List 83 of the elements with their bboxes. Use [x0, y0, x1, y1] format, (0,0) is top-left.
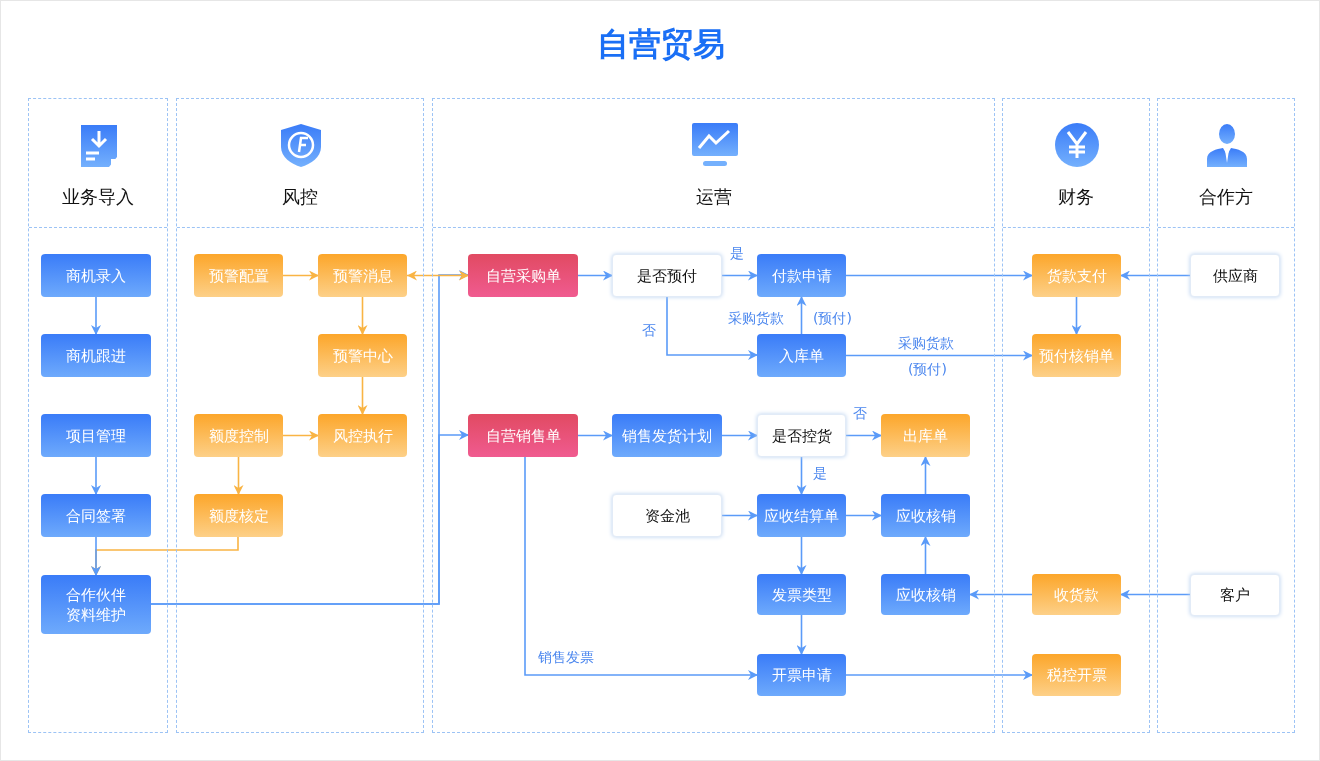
arrow — [1120, 589, 1191, 600]
arrow — [282, 270, 319, 281]
process-box: 商机跟进 — [41, 334, 151, 377]
arrow — [845, 270, 1033, 281]
edge-label: 采购货款 — [897, 335, 955, 352]
process-box: 预警消息 — [318, 254, 407, 297]
swimlane — [176, 98, 424, 733]
arrow — [920, 456, 931, 495]
arrow — [845, 350, 1033, 361]
decision-box: 供应商 — [1190, 254, 1280, 297]
process-box: 发票类型 — [757, 574, 846, 615]
arrow — [796, 536, 807, 575]
arrow — [577, 270, 613, 281]
edge-label: 是 — [812, 465, 828, 482]
arrow — [1071, 296, 1082, 335]
lane-header: 运营 — [695, 185, 732, 209]
arrow — [524, 456, 758, 680]
arrow — [406, 270, 469, 281]
process-box: 销售发货计划 — [612, 414, 722, 457]
process-box: 应收核销 — [881, 574, 970, 615]
swimlane — [1157, 98, 1295, 733]
decision-box: 是否控货 — [757, 414, 846, 457]
lane-header: 业务导入 — [62, 185, 134, 209]
process-box: 额度控制 — [194, 414, 283, 457]
arrow — [666, 296, 758, 360]
arrow — [845, 510, 882, 521]
process-box: 税控开票 — [1032, 654, 1121, 696]
arrow — [796, 296, 807, 335]
process-box: 商机录入 — [41, 254, 151, 297]
arrow — [845, 430, 882, 441]
arrow — [357, 376, 368, 415]
arrow — [91, 296, 101, 335]
lane-header: 财务 — [1058, 185, 1094, 209]
process-box: 应收结算单 — [757, 494, 846, 537]
arrow — [721, 430, 758, 441]
process-box: 付款申请 — [757, 254, 846, 297]
decision-box: 客户 — [1190, 574, 1280, 616]
arrow — [91, 536, 101, 576]
arrow — [357, 296, 368, 335]
process-box: 货款支付 — [1032, 254, 1121, 297]
decision-box: 资金池 — [612, 494, 722, 537]
edge-label: 是 — [729, 245, 745, 262]
title: 自营贸易 — [597, 25, 725, 63]
note-label: (预付) — [812, 310, 853, 327]
process-box: 预付核销单 — [1032, 334, 1121, 377]
arrow — [91, 456, 101, 495]
process-box: 额度核定 — [194, 494, 283, 537]
arrow — [233, 456, 244, 495]
decision-box: 是否预付 — [612, 254, 722, 297]
lane-header: 合作方 — [1199, 185, 1253, 209]
swimlane — [432, 98, 995, 733]
order-box: 自营销售单 — [468, 414, 578, 457]
process-box: 收货款 — [1032, 574, 1121, 615]
process-box: 项目管理 — [41, 414, 151, 457]
arrow — [845, 670, 1033, 680]
arrow — [920, 536, 931, 575]
lane-header: 风控 — [282, 185, 318, 209]
edge-label: 否 — [641, 322, 657, 339]
arrow — [721, 270, 758, 281]
process-box: 预警配置 — [194, 254, 283, 297]
swimlane — [28, 98, 168, 733]
arrow — [150, 430, 469, 605]
arrow — [282, 430, 319, 441]
edge-label: 销售发票 — [537, 649, 595, 666]
process-box: 出库单 — [881, 414, 970, 457]
process-box: 合同签署 — [41, 494, 151, 537]
process-box: 预警中心 — [318, 334, 407, 377]
note-label: (预付) — [907, 361, 948, 378]
arrow — [796, 614, 807, 655]
arrow — [796, 456, 807, 495]
process-box: 入库单 — [757, 334, 846, 377]
edge-label: 否 — [852, 405, 868, 422]
order-box: 自营采购单 — [468, 254, 578, 297]
arrow — [721, 510, 758, 521]
arrow — [969, 589, 1033, 600]
swimlane — [1002, 98, 1150, 733]
process-box: 合作伙伴资料维护 — [41, 575, 151, 634]
process-box: 风控执行 — [318, 414, 407, 457]
process-box: 应收核销 — [881, 494, 970, 537]
process-box: 开票申请 — [757, 654, 846, 696]
edge-label: 采购货款 — [727, 310, 785, 327]
arrow — [577, 430, 613, 441]
arrow — [1120, 270, 1191, 281]
